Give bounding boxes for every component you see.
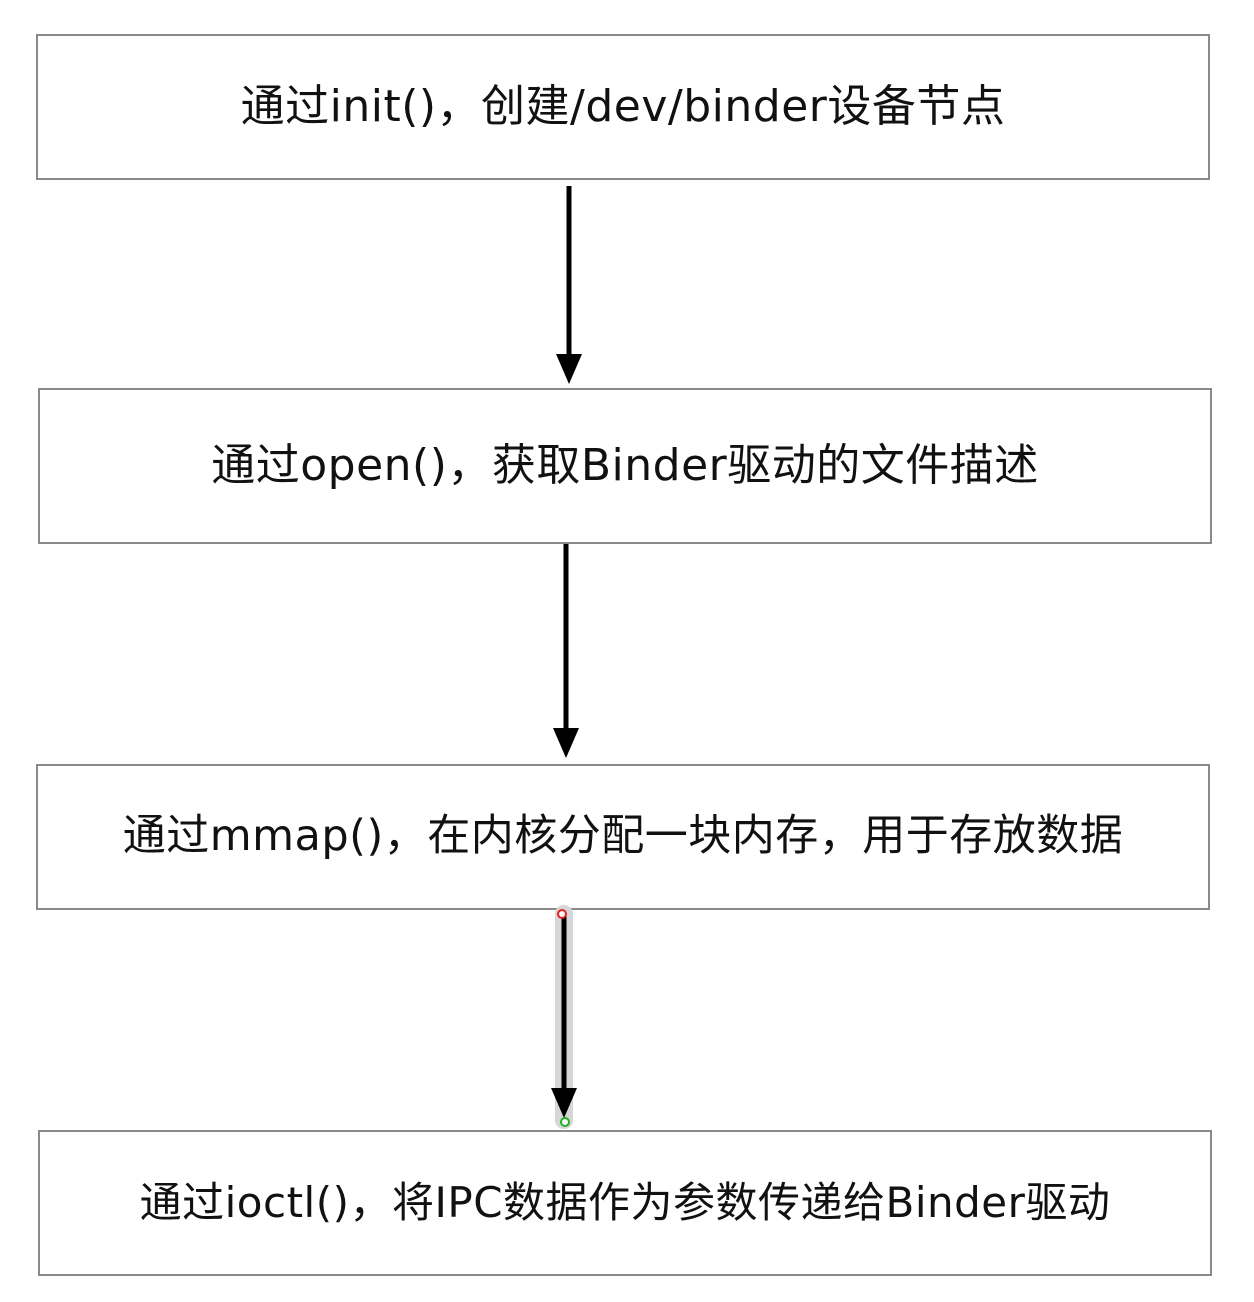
flow-step-init: 通过init()，创建/dev/binder设备节点 [36, 34, 1210, 180]
flow-step-open: 通过open()，获取Binder驱动的文件描述 [38, 388, 1212, 544]
flow-step-label: 通过open()，获取Binder驱动的文件描述 [211, 439, 1039, 491]
arrow-init-to-open [556, 186, 582, 384]
flow-step-label: 通过ioctl()，将IPC数据作为参数传递给Binder驱动 [139, 1177, 1111, 1227]
flow-step-label: 通过init()，创建/dev/binder设备节点 [240, 80, 1006, 132]
flow-step-label: 通过mmap()，在内核分配一块内存，用于存放数据 [122, 811, 1124, 862]
connector-start-handle[interactable] [557, 909, 567, 919]
arrow-mmap-to-ioctl[interactable] [551, 905, 577, 1129]
flow-step-ioctl: 通过ioctl()，将IPC数据作为参数传递给Binder驱动 [38, 1130, 1212, 1276]
arrow-open-to-mmap [553, 544, 579, 758]
flow-step-mmap: 通过mmap()，在内核分配一块内存，用于存放数据 [36, 764, 1210, 910]
connector-end-handle[interactable] [560, 1117, 570, 1127]
